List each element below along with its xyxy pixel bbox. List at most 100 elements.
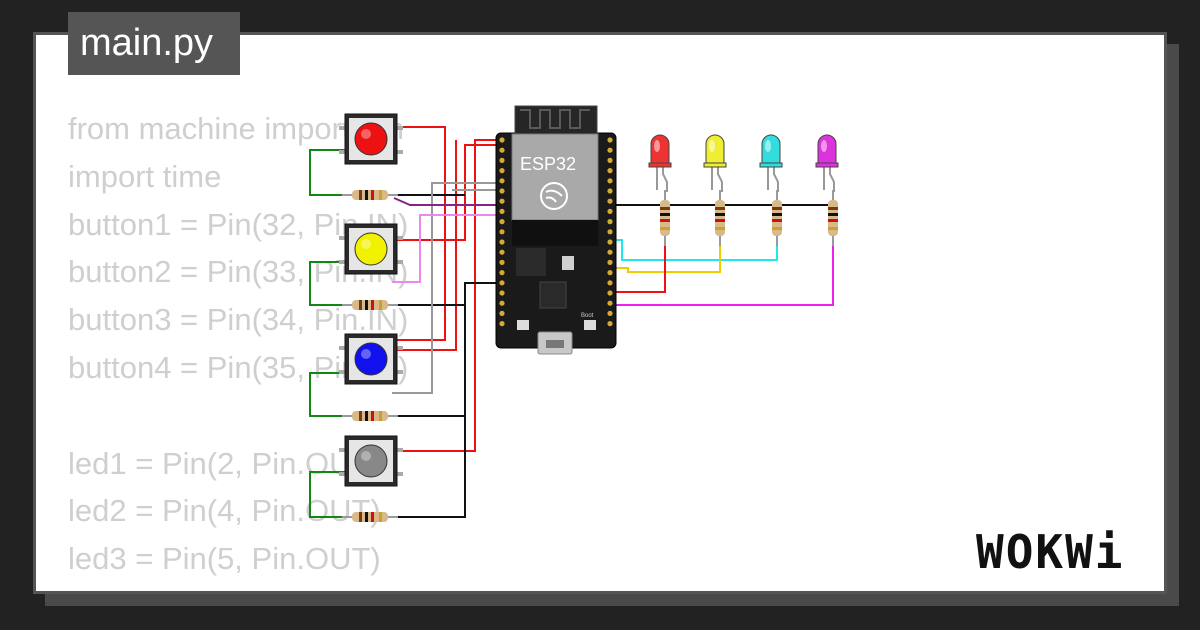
wire-red <box>392 139 500 452</box>
resistor-band <box>379 190 382 200</box>
boot-button[interactable] <box>584 320 596 330</box>
wire-green <box>309 471 345 518</box>
led-red[interactable] <box>648 134 672 192</box>
button-leg <box>339 448 345 452</box>
pin-header-right <box>607 137 613 327</box>
button-cap <box>354 122 388 156</box>
resistor-band <box>715 207 725 210</box>
resistor-band <box>828 227 838 230</box>
resistor-body <box>352 512 388 522</box>
resistor-band <box>365 411 368 421</box>
led-body <box>705 134 725 166</box>
header-pin <box>607 321 613 327</box>
resistor-band <box>660 227 670 230</box>
resistor-band <box>371 411 374 421</box>
wire-green <box>309 149 345 196</box>
header-pin <box>607 249 613 255</box>
board-label: ESP32 <box>520 154 576 174</box>
code-line: led3 = Pin(5, Pin.OUT) <box>68 541 381 577</box>
resistor-band <box>371 512 374 522</box>
button-shine <box>361 129 371 139</box>
header-pin <box>499 188 505 194</box>
header-pin <box>607 208 613 214</box>
resistor-band <box>772 207 782 210</box>
header-pin <box>607 229 613 235</box>
resistor-band <box>715 213 725 216</box>
leds[interactable] <box>648 134 839 192</box>
usb-uart-chip <box>539 281 567 309</box>
resistor-body <box>352 411 388 421</box>
button-shine <box>361 349 371 359</box>
push-button-red[interactable] <box>339 113 403 165</box>
button-shine <box>361 451 371 461</box>
push-buttons[interactable] <box>339 113 403 487</box>
resistor-band <box>660 213 670 216</box>
header-pin <box>607 300 613 306</box>
header-pin <box>499 239 505 245</box>
header-pin <box>499 259 505 265</box>
led-rim <box>703 162 727 168</box>
resistor-band <box>365 512 368 522</box>
resistor-body <box>352 300 388 310</box>
resistor-band <box>772 213 782 216</box>
header-pin <box>499 208 505 214</box>
led-rim <box>759 162 783 168</box>
esp32-board[interactable]: ESP32 Boot <box>495 105 617 355</box>
resistor-band <box>365 300 368 310</box>
code-line: led4 = Pin(15, Pin.OUT) <box>68 583 408 591</box>
header-pin <box>607 239 613 245</box>
resistor-band <box>359 411 362 421</box>
file-tab-main-py[interactable]: main.py <box>68 12 240 75</box>
module-base <box>512 220 598 246</box>
wire-black <box>394 416 466 518</box>
led-body <box>817 134 837 166</box>
button-leg <box>339 370 345 374</box>
led-shine <box>654 140 660 152</box>
wire-black <box>394 282 500 306</box>
header-pin <box>607 259 613 265</box>
resistor-body <box>352 190 388 200</box>
wire-green <box>309 372 345 417</box>
module-shield <box>511 133 599 221</box>
led-body <box>761 134 781 166</box>
wire-red <box>395 140 457 351</box>
resistor-band <box>379 512 382 522</box>
header-pin <box>499 178 505 184</box>
push-button-yellow[interactable] <box>339 223 403 275</box>
header-pin <box>607 270 613 276</box>
button-leg <box>339 260 345 264</box>
led-yellow[interactable] <box>703 134 727 192</box>
push-button-blue[interactable] <box>339 333 403 385</box>
resistor-body <box>828 200 838 236</box>
en-button[interactable] <box>517 320 529 330</box>
wire-magenta <box>610 235 834 306</box>
header-pin <box>499 229 505 235</box>
button-leg <box>397 150 403 154</box>
led-cyan[interactable] <box>759 134 783 192</box>
resistor-body <box>660 200 670 236</box>
button-cap <box>354 232 388 266</box>
button-cap <box>354 444 388 478</box>
resistor-band <box>379 300 382 310</box>
led-rim <box>648 162 672 168</box>
led-magenta[interactable] <box>815 134 839 192</box>
button-leg <box>397 236 403 240</box>
wire-gray <box>392 182 500 394</box>
resistor-band <box>828 219 838 222</box>
header-pin <box>607 310 613 316</box>
header-pin <box>499 147 505 153</box>
button-leg <box>397 370 403 374</box>
reset-button[interactable] <box>562 256 574 270</box>
wires <box>309 126 834 518</box>
wire-violet <box>392 214 500 283</box>
resistor <box>342 411 398 421</box>
led-shine <box>765 140 771 152</box>
push-button-gray[interactable] <box>339 435 403 487</box>
header-pin <box>499 137 505 143</box>
button-leg <box>397 472 403 476</box>
wire-red <box>392 144 500 241</box>
button-leg <box>397 260 403 264</box>
resistor <box>828 190 838 246</box>
